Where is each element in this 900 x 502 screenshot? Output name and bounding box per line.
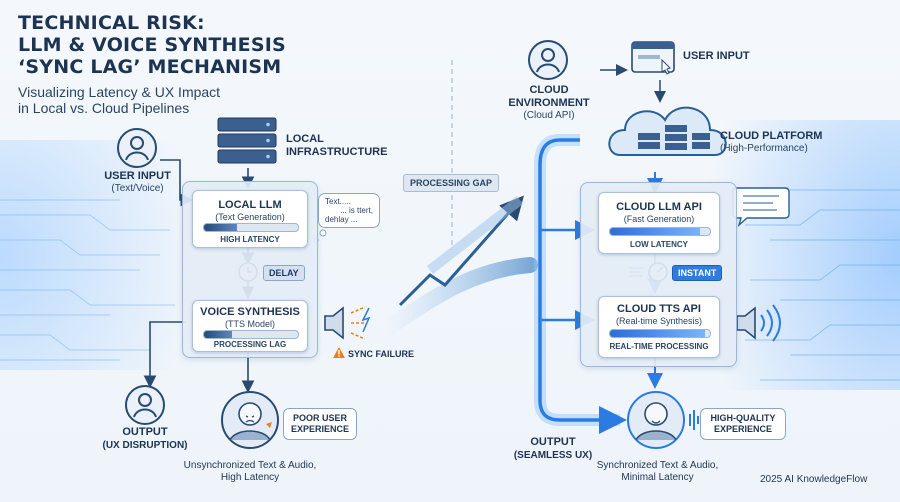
cloud-speaker-icon [736,304,781,342]
cloud-caption: Synchronized Text & Audio, Minimal Laten… [596,460,719,483]
processing-gap-arrow [398,195,524,307]
cloud-output-label: OUTPUT (SEAMLESS UX) [513,436,593,461]
title-line-2: LLM & VOICE SYNTHESIS [18,34,286,56]
local-llm-card: LOCAL LLM (Text Generation) HIGH LATENCY [192,190,308,248]
local-llm-progress [203,223,299,232]
cloud-tts-progress-fill [610,330,705,337]
local-output-label: OUTPUT (UX DISRUPTION) [102,426,188,451]
cloud-llm-progress [609,227,711,236]
local-caption: Unsynchronized Text & Audio, High Latenc… [183,460,317,483]
cloud-tts-card: CLOUD TTS API (Real-time Synthesis) REAL… [598,296,720,358]
local-llm-progress-fill [204,224,237,231]
local-infrastructure-label: LOCAL INFRASTRUCTURE [286,133,388,158]
local-user-icon [117,128,157,168]
warning-icon [333,347,345,358]
local-user-input-label: USER INPUT (Text/Voice) [104,170,171,194]
local-output-arrow [143,321,186,389]
cloud-user-icon [528,40,568,80]
subtitle-line-2: in Local vs. Cloud Pipelines [18,100,190,116]
title-line-3: ‘SYNC LAG’ MECHANISM [18,56,282,78]
page-title: TECHNICAL RISK: LLM & VOICE SYNTHESIS ‘S… [18,12,286,78]
footer-credit: 2025 AI KnowledgeFlow [760,474,868,485]
local-thought-bubble: Text..... ... is ttert, dehlay ... [318,193,380,228]
sync-failure-label: SYNC FAILURE [348,349,415,359]
cloud-llm-card: CLOUD LLM API (Fast Generation) LOW LATE… [598,192,720,254]
cloud-user-input-label: USER INPUT [683,50,750,62]
cloud-llm-progress-fill [610,228,700,235]
cloud-platform-label: CLOUD PLATFORM (High-Performance) [720,130,823,154]
subtitle-line-1: Visualizing Latency & UX Impact [18,84,221,100]
poor-ux-callout: POOR USER EXPERIENCE [283,408,357,440]
right-circuit-lines [745,189,900,381]
cloud-pipe [538,138,627,434]
instant-tag: INSTANT [672,265,723,281]
page-subtitle: Visualizing Latency & UX Impact in Local… [18,84,220,116]
local-output-user-icon [125,385,165,425]
delay-tag: DELAY [263,265,305,281]
processing-gap-label: PROCESSING GAP [403,174,500,192]
frustrated-user-icon [221,391,279,449]
local-speaker-icon [324,306,371,340]
cloud-tts-progress [609,329,711,338]
local-tts-card: VOICE SYNTHESIS (TTS Model) PROCESSING L… [192,300,308,352]
local-tts-progress [203,330,299,339]
left-circuit-lines [0,199,175,361]
local-tts-progress-fill [204,331,233,338]
browser-input-icon [631,41,675,75]
cloud-server-icon [608,106,727,156]
high-quality-callout: HIGH-QUALITY EXPERIENCE [700,408,786,440]
local-server-icon [217,117,277,164]
happy-user-icon [627,391,699,449]
cloud-environment-label: CLOUD ENVIRONMENT (Cloud API) [508,84,590,121]
processing-gap-beam [377,257,538,338]
title-line-1: TECHNICAL RISK: [18,12,205,34]
